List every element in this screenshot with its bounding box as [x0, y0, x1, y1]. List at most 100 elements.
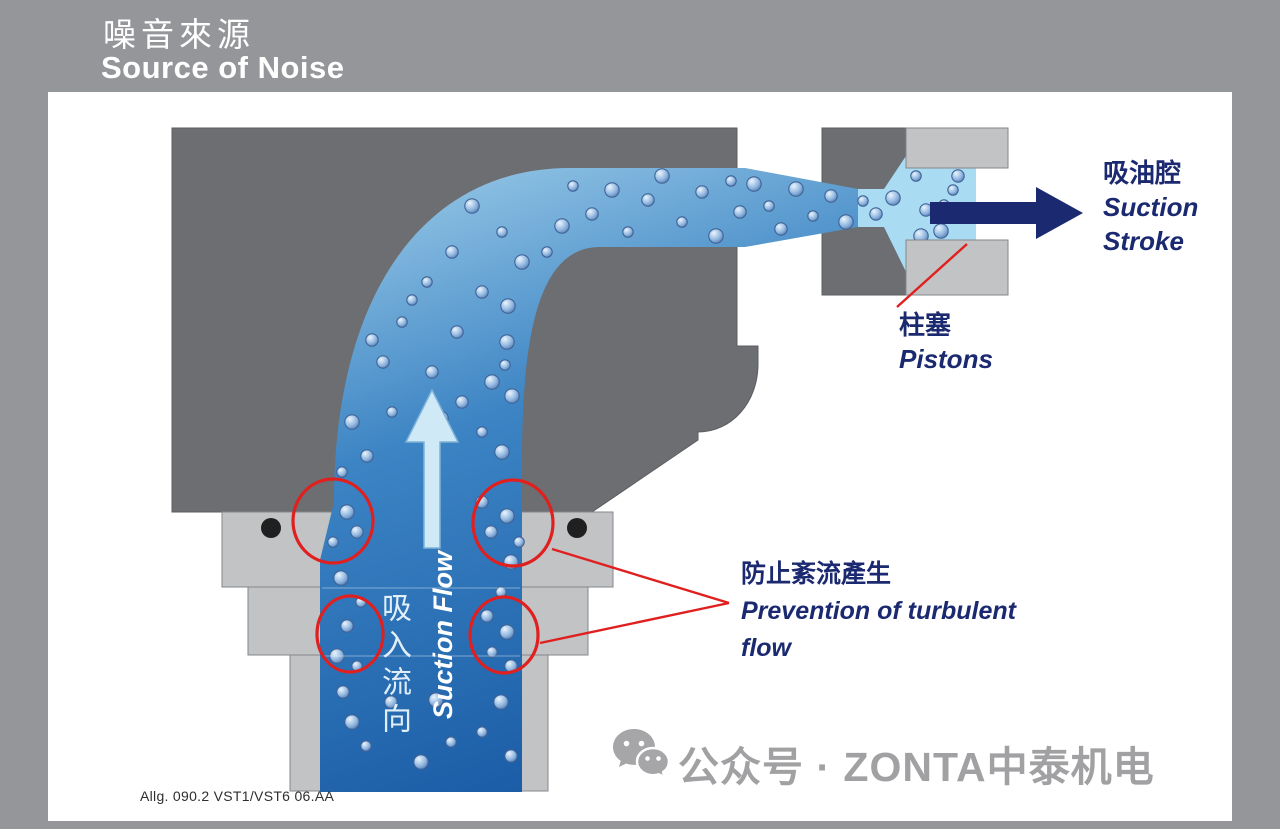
air-bubble [604, 182, 620, 198]
air-bubble [622, 226, 634, 238]
turbulence-label-zh: 防止紊流產生 [741, 560, 892, 588]
air-bubble [484, 525, 498, 539]
wechat-icon [613, 729, 670, 780]
air-bubble [445, 245, 459, 259]
air-bubble [421, 276, 433, 288]
air-bubble [327, 536, 339, 548]
air-bubble [484, 374, 500, 390]
pistons-label: 柱塞 Pistons [899, 308, 993, 376]
bore-cover-top [905, 127, 1009, 169]
air-bubble [499, 334, 515, 350]
air-bubble [494, 444, 510, 460]
air-bubble [857, 195, 869, 207]
air-bubble [733, 205, 747, 219]
air-bubble [344, 714, 360, 730]
air-bubble [513, 536, 525, 548]
pistons-label-zh: 柱塞 [899, 310, 952, 340]
air-bubble [869, 207, 883, 221]
bubble-field [327, 168, 969, 770]
air-bubble [384, 695, 398, 709]
bore-cover-bottom [905, 239, 1009, 296]
turbulence-label: 防止紊流產生 Prevention of turbulent flow [741, 556, 1016, 667]
turbulence-highlight-circle-2 [471, 478, 555, 568]
page-title-en: Source of Noise [101, 50, 345, 85]
air-bubble [654, 168, 670, 184]
air-bubble [788, 181, 804, 197]
air-bubble [499, 359, 511, 371]
air-bubble [340, 619, 354, 633]
suction-stroke-label-en-1: Suction [1103, 192, 1199, 222]
pistons-label-en: Pistons [899, 344, 993, 374]
suction-stroke-label: 吸油腔 Suction Stroke [1103, 156, 1198, 258]
piston-pointer-line [896, 243, 968, 308]
air-bubble [708, 228, 724, 244]
air-bubble [428, 692, 444, 708]
air-bubble [350, 525, 364, 539]
suction-flow-label-zh: 吸入流向 [377, 592, 410, 740]
air-bubble [476, 426, 488, 438]
air-bubble [725, 175, 737, 187]
air-bubble [336, 466, 348, 478]
air-bubble [376, 355, 390, 369]
air-bubble [406, 294, 418, 306]
air-bubble [499, 508, 515, 524]
watermark-text: 公众号 · ZONTA中泰机电 [678, 744, 1155, 790]
air-bubble [541, 246, 553, 258]
air-bubble [333, 570, 349, 586]
air-bubble [746, 176, 762, 192]
turbulence-highlight-circle-1 [291, 477, 375, 565]
air-bubble [504, 749, 518, 763]
suction-flow-arrow-icon [404, 388, 460, 549]
air-bubble [933, 223, 949, 239]
air-bubble [480, 609, 494, 623]
air-bubble [585, 207, 599, 221]
document-reference: Allg. 090.2 VST1/VST6 06.AA [140, 788, 335, 804]
air-bubble [360, 449, 374, 463]
air-bubble [951, 169, 965, 183]
air-bubble [450, 325, 464, 339]
air-bubble [386, 406, 398, 418]
turbulence-highlight-circle-4 [468, 595, 540, 675]
o-ring-right [567, 518, 587, 538]
air-bubble [824, 189, 838, 203]
air-bubble [455, 395, 469, 409]
air-bubble [807, 210, 819, 222]
air-bubble [336, 685, 350, 699]
air-bubble [413, 754, 429, 770]
air-bubble [910, 170, 922, 182]
air-bubble [504, 388, 520, 404]
air-bubble [838, 214, 854, 230]
air-bubble [641, 193, 655, 207]
air-bubble [360, 740, 372, 752]
air-bubble [947, 184, 959, 196]
air-bubble [486, 646, 498, 658]
air-bubble [885, 190, 901, 206]
o-ring-left [261, 518, 281, 538]
flow-channel [320, 150, 976, 792]
suction-flow-label-en: Suction Flow [428, 551, 458, 719]
suction-stroke-arrow-icon [930, 187, 1083, 239]
turbulence-highlight-circle-3 [315, 594, 385, 674]
air-bubble [554, 218, 570, 234]
air-bubble [344, 414, 360, 430]
turbulence-pointer-line-2 [539, 601, 730, 645]
air-bubble [425, 365, 439, 379]
air-bubble [676, 216, 688, 228]
air-bubble [464, 198, 480, 214]
air-bubble [475, 285, 489, 299]
air-bubble [396, 316, 408, 328]
suction-stroke-label-en-2: Stroke [1103, 226, 1184, 256]
turbulence-label-en-2: flow [741, 634, 791, 662]
air-bubble [493, 694, 509, 710]
turbulence-pointer-line-1 [551, 547, 730, 605]
air-bubble [567, 180, 579, 192]
air-bubble [763, 200, 775, 212]
page-title-zh: 噪音來源 [103, 18, 255, 54]
air-bubble [499, 624, 515, 640]
turbulence-annotations [291, 243, 968, 675]
suction-stroke-label-zh: 吸油腔 [1103, 158, 1182, 188]
air-bubble [496, 226, 508, 238]
air-bubble [365, 333, 379, 347]
